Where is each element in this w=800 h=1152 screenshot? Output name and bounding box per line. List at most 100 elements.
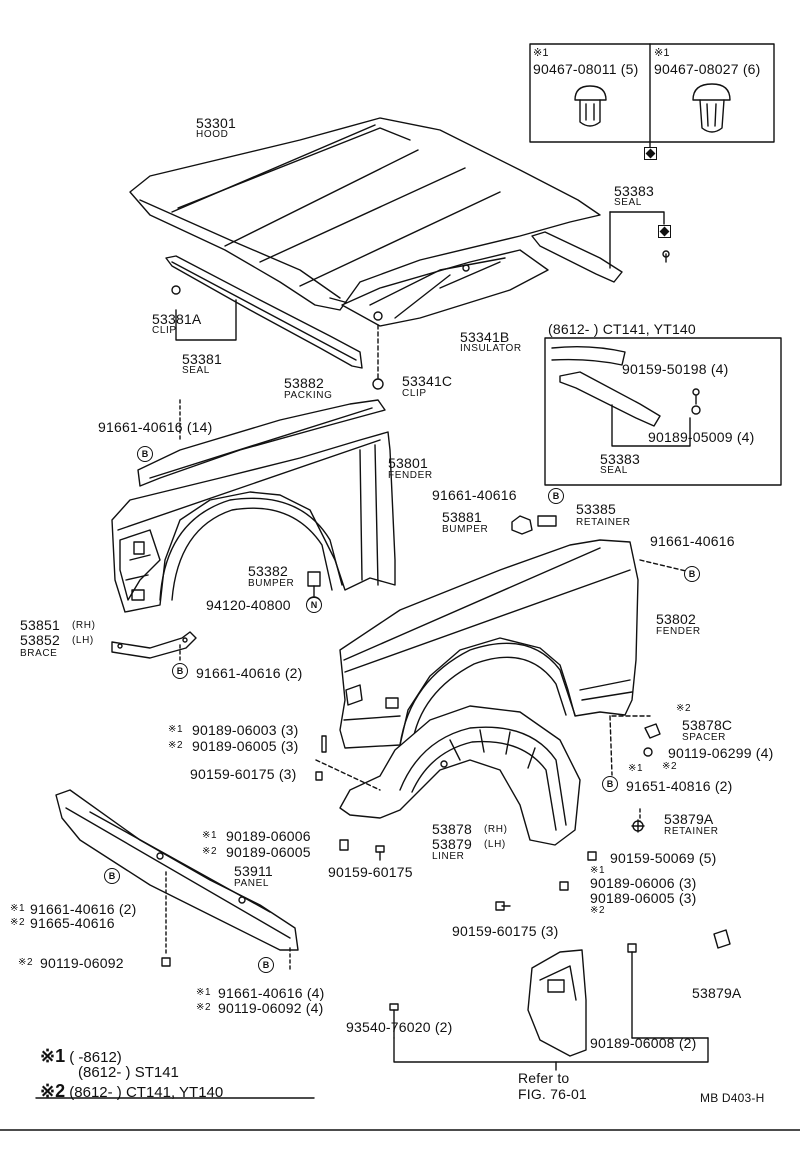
packing-name: PACKING	[284, 390, 333, 401]
clip-53341c-number: 53341C	[402, 373, 453, 389]
hood-drawing	[129, 117, 601, 311]
clip-53381a-name: CLIP	[152, 325, 177, 336]
bumper-53881-number: 53881	[442, 509, 482, 525]
bumper-53382-name: BUMPER	[248, 578, 295, 589]
clip-53341c-name: CLIP	[402, 388, 427, 399]
liner-drawing	[339, 705, 581, 846]
panel-number: 53911	[234, 863, 273, 879]
legend-text-1: ( -8612)	[69, 1049, 122, 1066]
mud-flap-drawing	[527, 949, 587, 1057]
packing-drawing	[137, 399, 386, 487]
clip-90467-08027-drawing	[692, 83, 731, 133]
clip1-number: 90467-08011 (5)	[533, 61, 639, 77]
f-90119-06092-4: 90119-06092 (4)	[218, 1000, 324, 1016]
legend-mark-2: ※2	[40, 1081, 66, 1101]
brace-drawing	[111, 631, 197, 663]
f-90189-06006c: 90189-06006 (3)	[590, 875, 697, 891]
fender-53801-number: 53801	[388, 455, 428, 471]
clip-90467-08011-drawing	[574, 85, 607, 127]
f-90189-06005a-mark: ※2	[168, 740, 184, 751]
f-91651-mark: ※1	[628, 763, 644, 774]
f-90189-06005b: 90189-06005	[226, 844, 311, 860]
b-bolt-badge-icon: B	[258, 957, 274, 973]
brace-bolt: 91661-40616 (2)	[196, 665, 303, 681]
retainer-53385-name: RETAINER	[576, 517, 631, 528]
f-90189-06006: 90189-06006	[226, 828, 311, 844]
bumper-53881-drawing	[511, 515, 557, 535]
fender-bolt-a: 91661-40616	[432, 487, 517, 503]
b-bolt-badge-icon: B	[172, 663, 188, 679]
spacer-mark: ※2	[676, 703, 692, 714]
brace-rh-suffix: (RH)	[72, 620, 96, 631]
hood-name: HOOD	[196, 129, 229, 140]
brace-lh-number: 53852	[20, 632, 60, 648]
b-bolt-badge-icon: B	[684, 566, 700, 582]
hood-number: 53301	[196, 115, 236, 131]
clip1-mark: ※1	[533, 47, 549, 59]
f-90159-60175a: 90159-60175 (3)	[190, 766, 297, 782]
legend-text-2: (8612- ) CT141, YT140	[69, 1084, 224, 1101]
part-53879a-low-number: 53879A	[692, 985, 742, 1001]
inset-title: (8612- ) CT141, YT140	[548, 321, 696, 337]
retainer-53385-number: 53385	[576, 501, 616, 517]
clip2-mark: ※1	[654, 47, 670, 59]
f-91665: 91665-40616	[30, 915, 115, 931]
f-90189-06003: 90189-06003 (3)	[192, 722, 299, 738]
legend-text-1b: (8612- ) ST141	[78, 1064, 179, 1081]
figure-code: MB D403-H	[700, 1091, 765, 1105]
f-90159-60175b: 90159-60175	[328, 864, 413, 880]
bumper-53881-name: BUMPER	[442, 524, 489, 535]
f-90159-60175c: 90159-60175 (3)	[452, 923, 559, 939]
diamond-marker-icon	[658, 225, 671, 238]
f-90189-06006-mark: ※1	[202, 830, 218, 841]
f-90189-06005c-mark: ※2	[590, 905, 606, 916]
f-90159-50069: 90159-50069 (5)	[610, 850, 717, 866]
fender-53802-name: FENDER	[656, 626, 701, 637]
clip-53341c-drawing	[372, 378, 384, 390]
brace-name: BRACE	[20, 648, 58, 659]
insulator-drawing	[341, 249, 549, 327]
f-91665-mark: ※2	[10, 917, 26, 928]
f-90119-06092-4-mark: ※2	[196, 1002, 212, 1013]
bolt-drawings	[161, 735, 637, 1039]
fender-53802-number: 53802	[656, 611, 696, 627]
seal-53383-name: SEAL	[614, 197, 642, 208]
retainer-53879a-name: RETAINER	[664, 826, 719, 837]
liner-name: LINER	[432, 851, 465, 862]
spacer-name: SPACER	[682, 732, 726, 743]
packing-bolt: 91661-40616 (14)	[98, 419, 213, 435]
panel-drawing	[55, 789, 299, 973]
clip-box	[529, 43, 775, 143]
seal-53381-number: 53381	[182, 351, 222, 367]
inset-seal-drawing	[551, 345, 701, 447]
b-bolt-badge-icon: B	[602, 776, 618, 792]
nut-94120: 94120-40800	[206, 597, 291, 613]
legend-row-1: ※1 ( -8612)	[40, 1046, 122, 1067]
seal-53381-drawing	[165, 255, 363, 369]
panel-name: PANEL	[234, 878, 270, 889]
inset-seal-number: 53383	[600, 451, 640, 467]
fender-bolt-b: 91661-40616	[650, 533, 735, 549]
f-90119-06092-mark: ※2	[18, 957, 34, 968]
inset-box	[544, 337, 782, 486]
brace-rh-number: 53851	[20, 617, 60, 633]
f-90189-06005a: 90189-06005 (3)	[192, 738, 299, 754]
bumper-53382-number: 53382	[248, 563, 288, 579]
refer-line2: FIG. 76-01	[518, 1086, 587, 1102]
f-91651: 91651-40816 (2)	[626, 778, 733, 794]
refer-line1: Refer to	[518, 1070, 570, 1086]
fender-53801-name: FENDER	[388, 470, 433, 481]
b-bolt-badge-icon: B	[548, 488, 564, 504]
b-bolt-badge-icon: B	[104, 868, 120, 884]
n-nut-badge-icon: N	[306, 597, 322, 613]
seal-53381-name: SEAL	[182, 365, 210, 376]
f-90189-06008: 90189-06008 (2)	[590, 1035, 697, 1051]
f-90119-06299: 90119-06299 (4)	[668, 745, 774, 761]
clip2-number: 90467-08027 (6)	[654, 61, 761, 77]
f-90189-06003-mark: ※1	[168, 724, 184, 735]
inset-seal-name: SEAL	[600, 465, 628, 476]
retainer-53879a-number: 53879A	[664, 811, 714, 827]
retainer-53879a-drawing	[631, 819, 645, 833]
fender-53802-drawing	[339, 539, 639, 749]
